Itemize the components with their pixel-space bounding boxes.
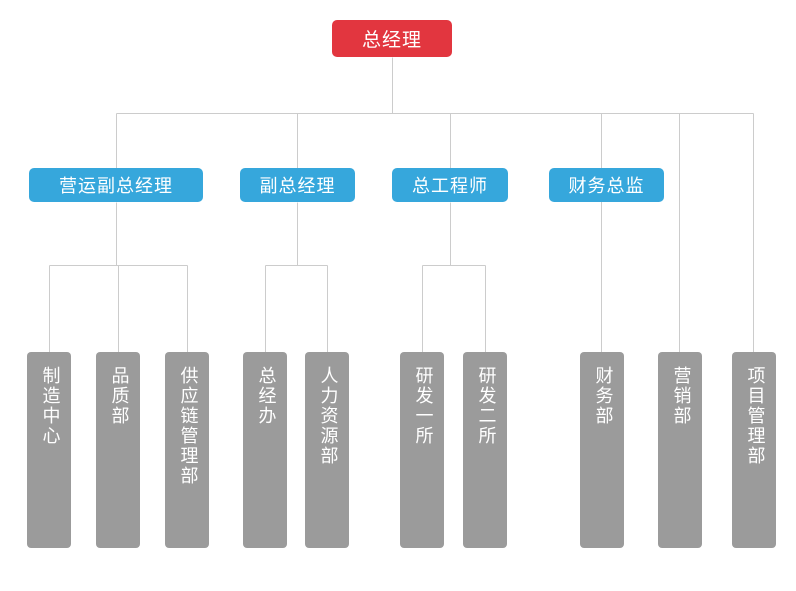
- org-node-label: 供应链管理部: [177, 366, 199, 486]
- org-node-marketing-department[interactable]: 营销部: [658, 352, 702, 548]
- org-node-label: 制造中心: [39, 366, 61, 446]
- org-node-manufacturing-center[interactable]: 制造中心: [27, 352, 71, 548]
- org-node-label: 营销部: [670, 366, 692, 426]
- org-node-general-manager[interactable]: 总经理: [332, 20, 452, 57]
- org-node-label: 品质部: [108, 366, 130, 426]
- org-node-operations-vice-general-manager[interactable]: 营运副总经理: [29, 168, 203, 202]
- org-node-label: 研发二所: [475, 366, 497, 446]
- org-node-label: 财务总监: [568, 176, 645, 197]
- org-node-label: 财务部: [592, 366, 614, 426]
- org-node-finance-director[interactable]: 财务总监: [549, 168, 664, 202]
- org-node-project-management-department[interactable]: 项目管理部: [732, 352, 776, 548]
- org-node-label: 人力资源部: [317, 366, 339, 466]
- org-node-label: 总经理: [361, 29, 422, 51]
- org-node-vice-general-manager[interactable]: 副总经理: [240, 168, 355, 202]
- org-node-label: 总经办: [255, 366, 277, 426]
- org-node-label: 副总经理: [259, 176, 336, 197]
- org-node-general-manager-office[interactable]: 总经办: [243, 352, 287, 548]
- org-node-finance-department[interactable]: 财务部: [580, 352, 624, 548]
- org-node-rd-institute-two[interactable]: 研发二所: [463, 352, 507, 548]
- org-node-supply-chain-management-department[interactable]: 供应链管理部: [165, 352, 209, 548]
- org-node-quality-department[interactable]: 品质部: [96, 352, 140, 548]
- org-node-label: 总工程师: [412, 176, 488, 197]
- org-node-label: 营运副总经理: [59, 176, 173, 197]
- org-node-label: 项目管理部: [744, 366, 766, 466]
- org-node-label: 研发一所: [412, 366, 434, 446]
- org-node-rd-institute-one[interactable]: 研发一所: [400, 352, 444, 548]
- org-node-human-resources-department[interactable]: 人力资源部: [305, 352, 349, 548]
- org-node-chief-engineer[interactable]: 总工程师: [392, 168, 508, 202]
